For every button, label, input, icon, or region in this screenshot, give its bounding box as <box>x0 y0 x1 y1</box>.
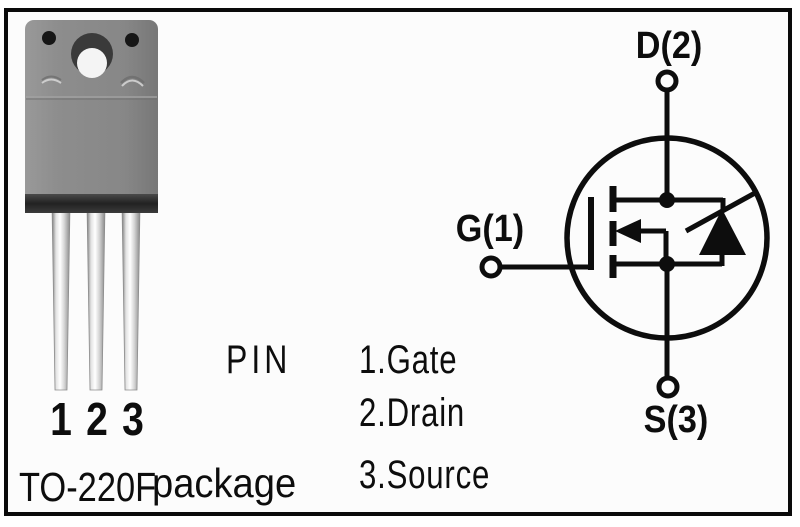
mold-arc-left-highlight <box>41 78 62 84</box>
package-type-label: TO-220F <box>19 464 157 510</box>
source-terminal-circle <box>656 375 680 399</box>
pin-assignment-item-2: 2.Drain <box>359 391 466 435</box>
pin-number-3: 3 <box>122 393 144 445</box>
body-diode-triangle <box>699 209 746 255</box>
package-leg-3 <box>121 204 141 391</box>
pin-assignment-title: PIN <box>226 338 292 382</box>
gate-terminal-circle <box>479 255 503 279</box>
mold-dot-left <box>42 31 56 45</box>
drain-terminal-circle <box>655 69 679 93</box>
pin-assignment-item-3: 3.Source <box>359 453 491 497</box>
package-drawing <box>25 20 158 391</box>
package-leg-2 <box>86 204 106 391</box>
mold-arc-right <box>120 75 145 84</box>
source-label: S(3) <box>643 399 709 441</box>
mold-arc-right-highlight <box>121 79 144 87</box>
gate-label: G(1) <box>455 208 525 250</box>
body-arrowhead <box>615 219 641 243</box>
mold-dot-right <box>125 33 139 47</box>
package-dark-band <box>25 194 158 213</box>
mold-arc-left <box>41 75 62 81</box>
pin-assignment-item-1: 1.Gate <box>359 338 458 382</box>
mounting-hole-highlight <box>77 48 107 78</box>
mosfet-symbol <box>479 69 770 399</box>
drain-label: D(2) <box>635 25 703 67</box>
pin-number-2: 2 <box>86 393 108 445</box>
package-leg-1 <box>51 204 71 391</box>
package-body <box>25 20 158 213</box>
package-word-label: package <box>152 460 297 506</box>
pin-number-1: 1 <box>50 393 72 445</box>
